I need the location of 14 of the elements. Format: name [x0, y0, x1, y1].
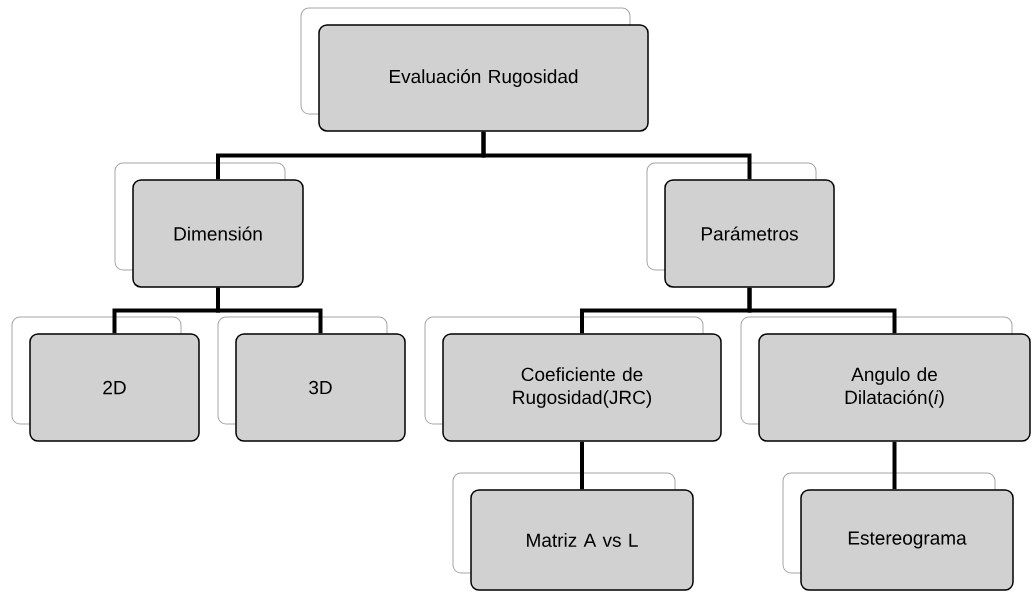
stacked-box: 2D: [11, 316, 200, 442]
connector: [481, 131, 752, 180]
stacked-box: Matriz A vs L: [452, 472, 694, 591]
stacked-box: Dimensión: [114, 162, 304, 288]
stacked-box: Estereograma: [782, 472, 1014, 591]
connector: [747, 287, 897, 334]
stacked-box: Parámetros: [646, 162, 835, 288]
stacked-box: 3D: [217, 316, 406, 442]
stacked-box: Coeficiente de Rugosidad(JRC): [424, 316, 722, 442]
stacked-box: Angulo de Dilatación(i): [740, 316, 1031, 442]
connector: [892, 441, 897, 490]
connector: [216, 287, 323, 334]
stacked-box: Evaluación Rugosidad: [300, 7, 649, 132]
connector: [580, 441, 584, 490]
